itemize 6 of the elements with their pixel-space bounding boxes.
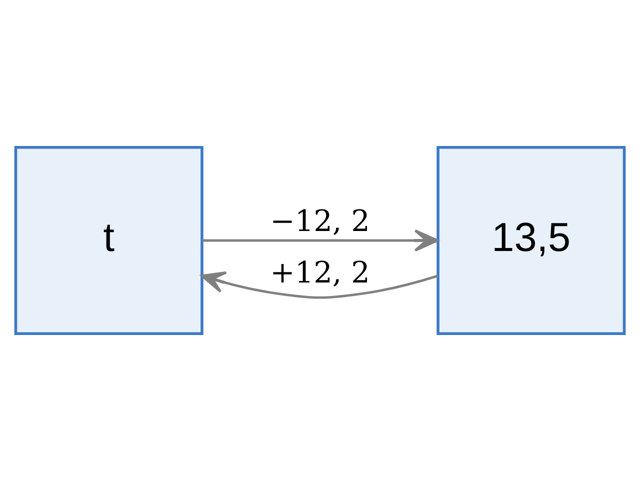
node-box: t xyxy=(14,146,204,335)
arrow xyxy=(202,229,439,252)
edge-label: −12, 2 xyxy=(270,204,370,238)
node-box: 13,5 xyxy=(436,146,626,335)
edge-label: +12, 2 xyxy=(270,256,370,290)
arrow xyxy=(200,271,438,299)
